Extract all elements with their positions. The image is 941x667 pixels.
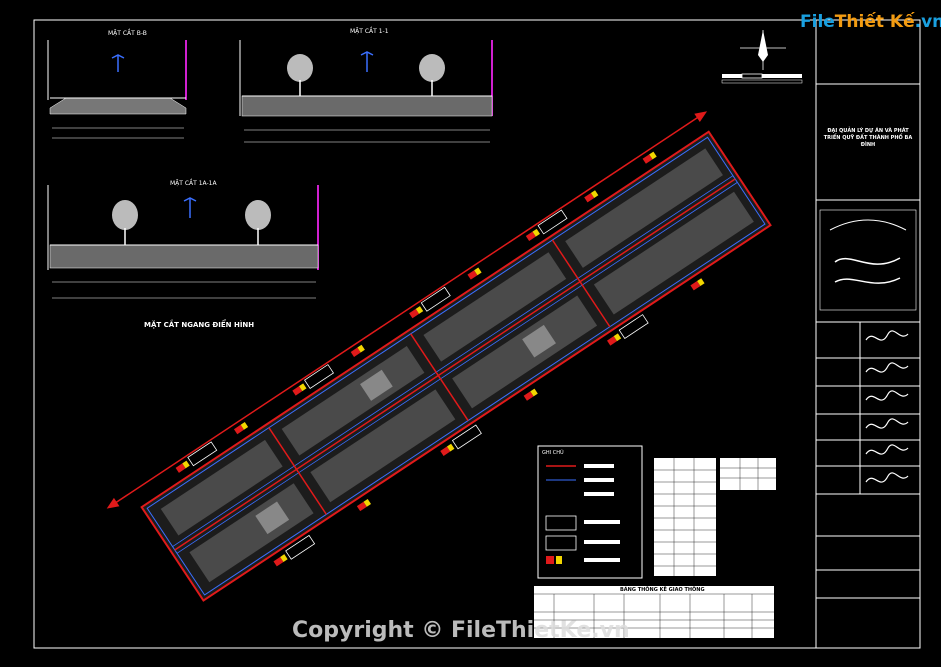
traffic-table-title: BẢNG THỐNG KÊ GIAO THÔNG — [620, 587, 705, 593]
section-1a-title: MẶT CẮT 1A-1A — [170, 180, 217, 187]
site-plan — [106, 111, 772, 602]
section-b-title: MẶT CẮT B-B — [108, 30, 147, 37]
cross-section-1a — [47, 185, 319, 299]
project-title: ĐẠI QUẢN LÝ DỰ ÁN VÀ PHÁT TRIỂN QUỸ ĐẤT … — [823, 128, 913, 148]
legend-box — [537, 445, 643, 579]
site-logo-part3: .vn — [914, 12, 941, 32]
section-1-1-title: MẶT CẮT 1-1 — [350, 28, 389, 35]
site-logo-part1: File — [800, 12, 835, 32]
north-arrow — [740, 30, 786, 70]
title-block — [815, 19, 921, 649]
cross-section-b — [47, 40, 187, 139]
cross-section-1-1 — [239, 40, 493, 143]
lot-table — [654, 458, 776, 576]
copyright-watermark: Copyright © FileThietKe.vn — [292, 618, 630, 643]
typical-section-label: MẶT CẮT NGANG ĐIỂN HÌNH — [144, 321, 255, 329]
traffic-stats-table — [534, 586, 774, 638]
scale-bar — [721, 73, 803, 84]
site-logo-part2: Thiết Kế — [834, 12, 915, 32]
site-logo: FileThiết Kế.vn — [800, 12, 941, 32]
legend-title: GHI CHÚ — [542, 450, 564, 456]
